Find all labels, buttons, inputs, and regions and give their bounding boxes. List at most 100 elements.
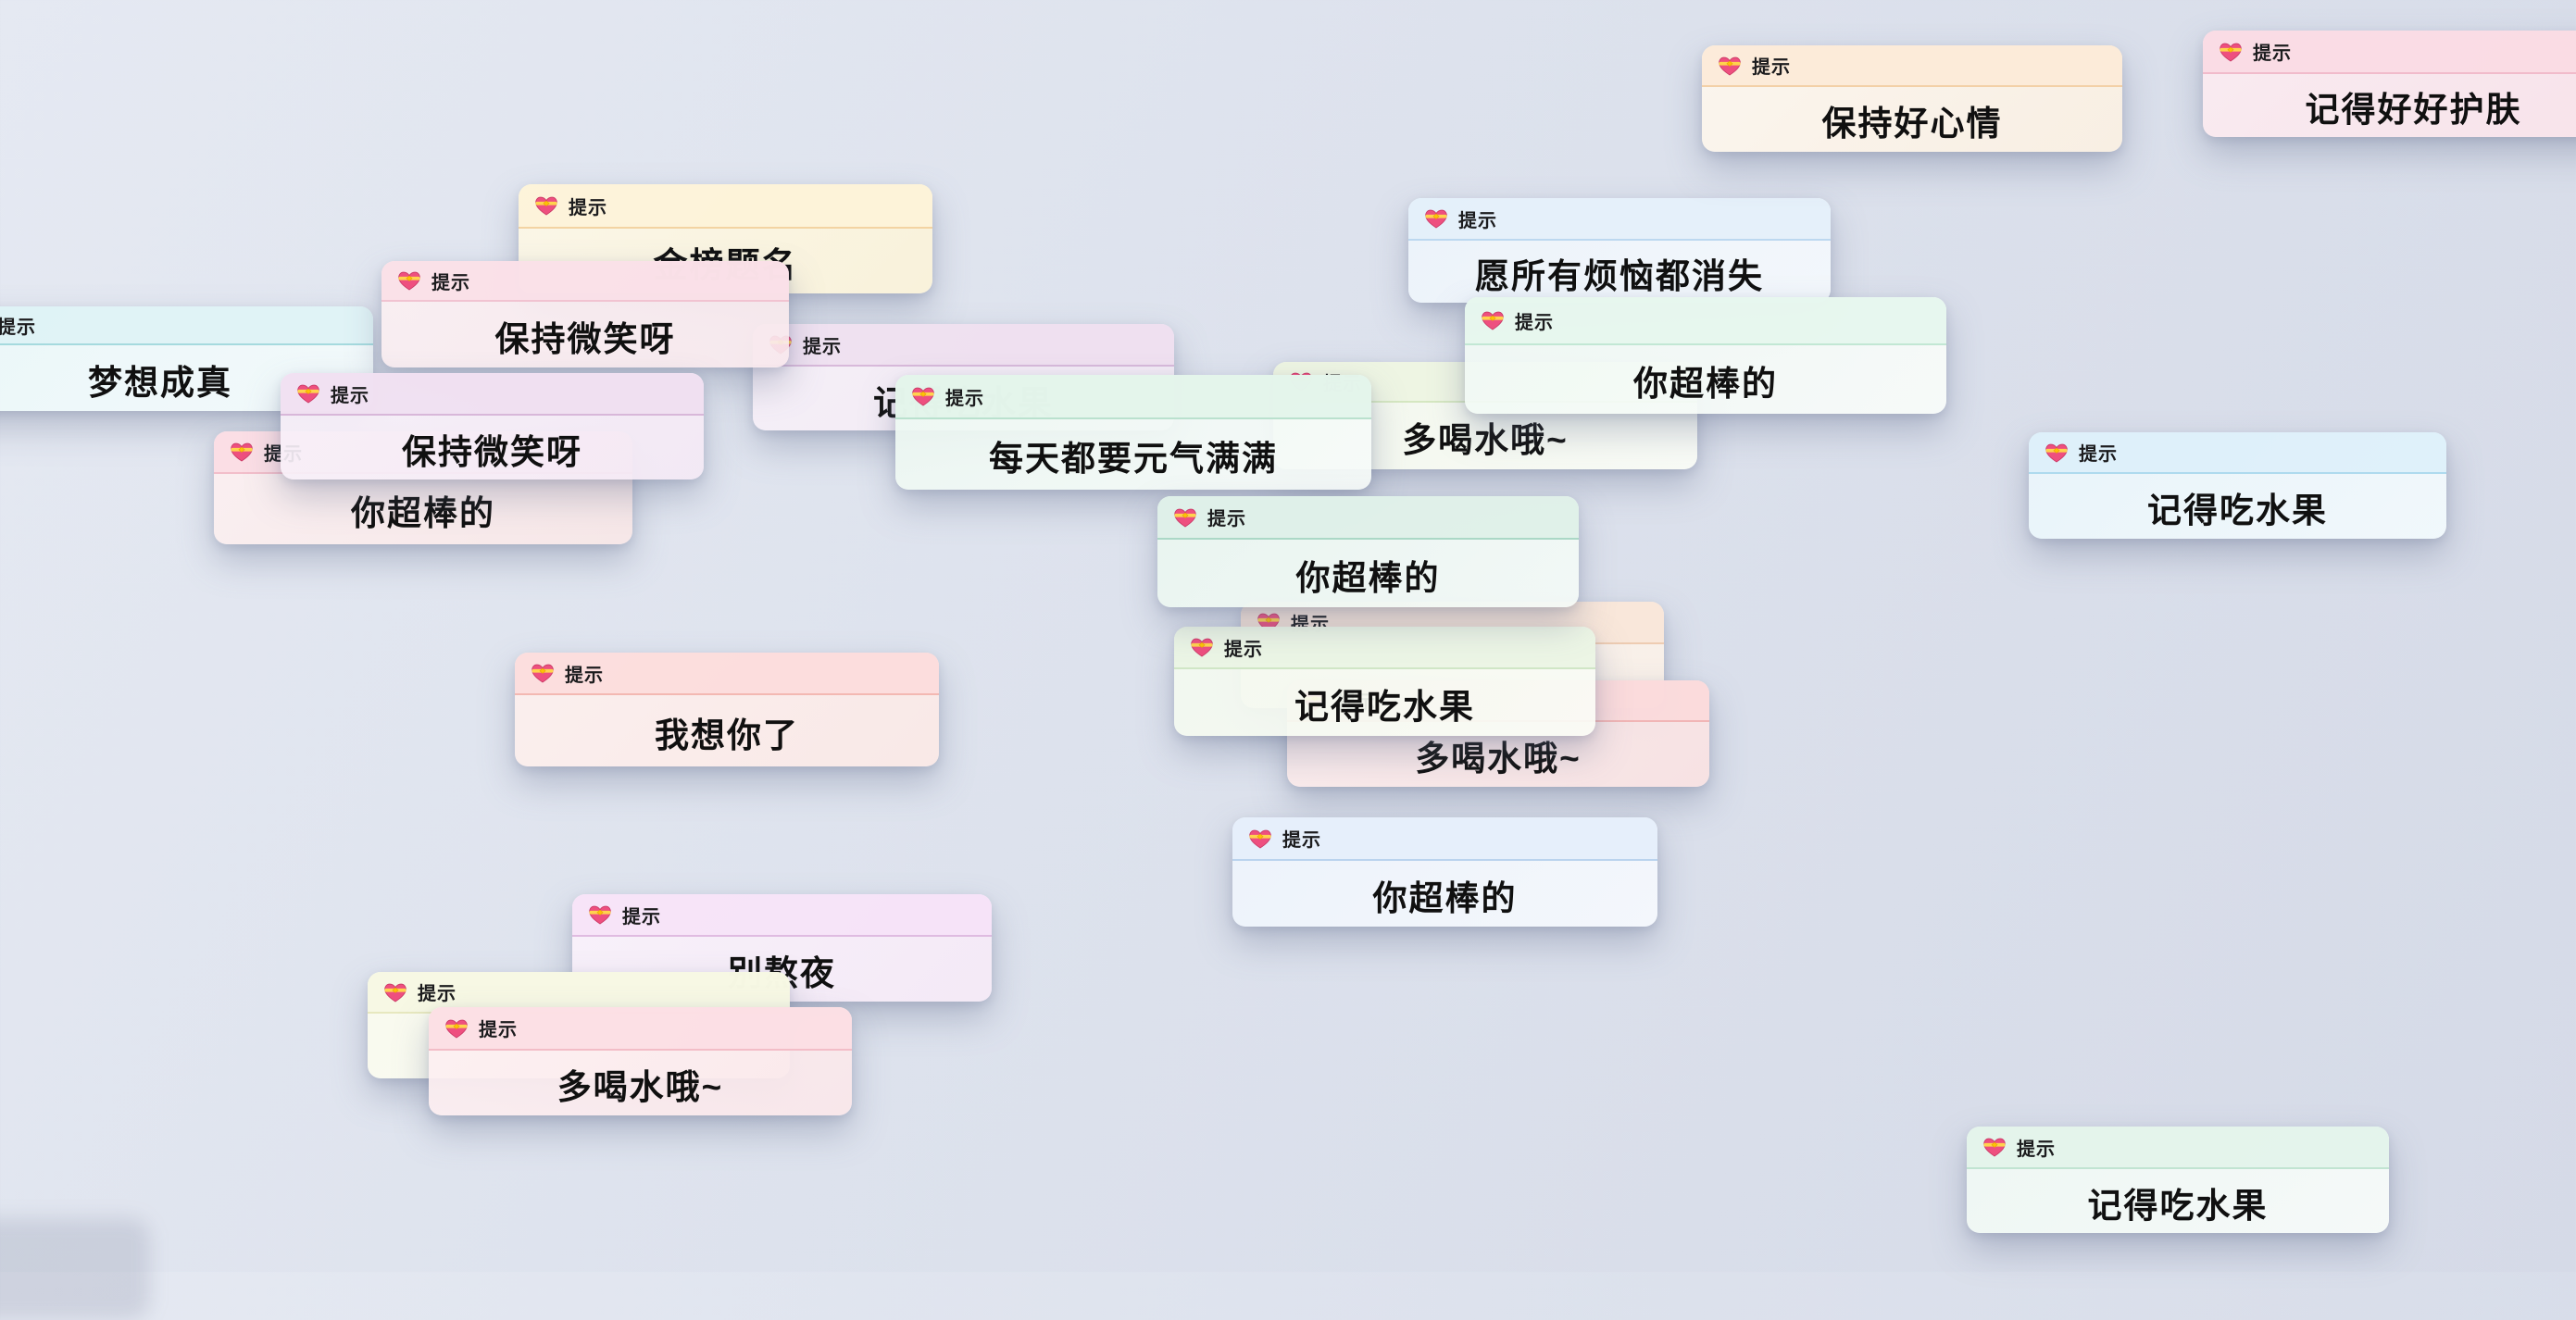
heart-with-ribbon-icon [2045, 443, 2068, 462]
toast-message: 保持微笑呀 [402, 432, 582, 471]
heart-with-ribbon-icon [531, 664, 554, 683]
toast-title: 提示 [1207, 509, 1246, 529]
toast-body: 记得吃水果 [2029, 476, 2446, 539]
toast-message: 你超棒的 [1372, 878, 1518, 917]
toast-body: 保持微笑呀 [281, 417, 704, 479]
canvas: 提示 金榜题名 提示 梦想成真 提示 记得吃水果 [0, 31, 2576, 1320]
heart-with-ribbon-icon [1482, 311, 1504, 330]
toast-body: 我想你了 [515, 697, 939, 766]
toast-message: 多喝水哦~ [556, 1068, 724, 1106]
toast-card[interactable]: 提示 每天都要元气满满 [895, 375, 1371, 490]
toast-body: 愿所有烦恼都消失 [1408, 243, 1831, 303]
toast-title: 提示 [2253, 44, 2292, 64]
toast-message: 愿所有烦恼都消失 [1475, 256, 1764, 295]
heart-with-ribbon-icon [384, 983, 406, 1002]
heart-with-ribbon-icon [535, 196, 557, 216]
heart-with-ribbon-icon [1983, 1138, 2006, 1157]
toast-card[interactable]: 提示 你超棒的 [1157, 496, 1579, 607]
toast-header: 提示 [572, 894, 992, 937]
toast-header: 提示 [2029, 432, 2446, 474]
toast-card[interactable]: 提示 保持微笑呀 [281, 373, 704, 479]
heart-with-ribbon-icon [445, 1019, 468, 1038]
toast-title: 提示 [1515, 312, 1554, 333]
toast-title: 提示 [569, 197, 607, 218]
toast-body: 你超棒的 [1157, 542, 1579, 607]
toast-body: 梦想成真 [0, 347, 373, 411]
toast-title: 提示 [622, 906, 661, 928]
toast-header: 提示 [0, 306, 373, 345]
toast-header: 提示 [1702, 45, 2122, 87]
heart-with-ribbon-icon [231, 442, 253, 462]
toast-header: 提示 [895, 375, 1371, 419]
toast-body: 记得吃水果 [1174, 671, 1595, 736]
toast-title: 提示 [945, 388, 984, 409]
toast-message: 保持好心情 [1821, 105, 2003, 143]
toast-body: 保持微笑呀 [381, 304, 789, 367]
toast-header: 提示 [515, 653, 939, 695]
toast-message: 多喝水哦~ [1402, 421, 1569, 459]
toast-message: 记得吃水果 [1294, 688, 1475, 726]
offscreen-card-shadow [0, 1218, 150, 1320]
toast-title: 提示 [418, 984, 456, 1004]
toast-body: 多喝水哦~ [1287, 724, 1709, 787]
heart-with-ribbon-icon [398, 271, 420, 291]
toast-body: 多喝水哦~ [429, 1052, 852, 1115]
heart-with-ribbon-icon [1249, 829, 1271, 848]
toast-card[interactable]: 提示 我想你了 [515, 653, 939, 766]
toast-message: 记得吃水果 [2147, 492, 2328, 529]
toast-card[interactable]: 提示 记得吃水果 [1967, 1127, 2389, 1233]
toast-message: 我想你了 [655, 716, 799, 754]
heart-with-ribbon-icon [912, 387, 934, 406]
toast-message: 梦想成真 [88, 363, 232, 402]
toast-card[interactable]: 提示 梦想成真 [0, 306, 373, 411]
toast-header: 提示 [1157, 496, 1579, 540]
toast-card[interactable]: 提示 你超棒的 [1232, 817, 1657, 927]
toast-title: 提示 [803, 336, 842, 357]
toast-body: 记得吃水果 [1967, 1171, 2389, 1233]
heart-with-ribbon-icon [1191, 638, 1213, 657]
toast-message: 记得好好护肤 [2305, 91, 2522, 129]
toast-message: 你超棒的 [1633, 365, 1778, 403]
toast-header: 提示 [519, 184, 932, 229]
toast-header: 提示 [1465, 297, 1946, 345]
toast-card[interactable]: 提示 记得吃水果 [2029, 432, 2446, 539]
toast-message: 记得吃水果 [2087, 1186, 2269, 1225]
toast-header: 提示 [368, 972, 790, 1014]
heart-with-ribbon-icon [1719, 56, 1741, 75]
toast-message: 多喝水哦~ [1415, 740, 1582, 778]
toast-title: 提示 [0, 317, 36, 338]
toast-header: 提示 [381, 261, 789, 302]
heart-with-ribbon-icon [589, 905, 611, 925]
toast-title: 提示 [479, 1020, 518, 1040]
toast-title: 提示 [1224, 639, 1263, 660]
heart-with-ribbon-icon [297, 384, 319, 404]
toast-body: 记得好好护肤 [2203, 76, 2576, 137]
toast-body: 你超棒的 [1232, 863, 1657, 927]
toast-card[interactable]: 提示 记得吃水果 [1174, 627, 1595, 736]
toast-header: 提示 [753, 324, 1174, 367]
toast-title: 提示 [1282, 830, 1321, 851]
toast-card[interactable]: 提示 保持微笑呀 [381, 261, 789, 367]
toast-card[interactable]: 提示 你超棒的 [1465, 297, 1946, 414]
heart-with-ribbon-icon [1174, 508, 1196, 527]
toast-body: 多喝水哦~ [1273, 405, 1697, 469]
toast-card[interactable]: 提示 记得好好护肤 [2203, 31, 2576, 137]
toast-card[interactable]: 提示 保持好心情 [1702, 45, 2122, 152]
toast-title: 提示 [331, 385, 369, 406]
toast-body: 你超棒的 [214, 476, 632, 544]
toast-header: 提示 [1174, 627, 1595, 669]
heart-with-ribbon-icon [2220, 43, 2242, 61]
toast-card[interactable]: 提示 愿所有烦恼都消失 [1408, 198, 1831, 303]
toast-title: 提示 [431, 272, 470, 293]
toast-title: 提示 [1458, 210, 1497, 231]
toast-title: 提示 [565, 665, 604, 686]
toast-message: 你超棒的 [1295, 558, 1441, 597]
toast-body: 保持好心情 [1702, 89, 2122, 152]
toast-card[interactable]: 提示 多喝水哦~ [429, 1007, 852, 1115]
heart-with-ribbon-icon [1425, 209, 1447, 229]
toast-message: 你超棒的 [351, 494, 495, 532]
toast-header: 提示 [1408, 198, 1831, 241]
toast-title: 提示 [1752, 57, 1791, 78]
toast-title: 提示 [2079, 444, 2118, 465]
toast-message: 每天都要元气满满 [989, 440, 1278, 478]
